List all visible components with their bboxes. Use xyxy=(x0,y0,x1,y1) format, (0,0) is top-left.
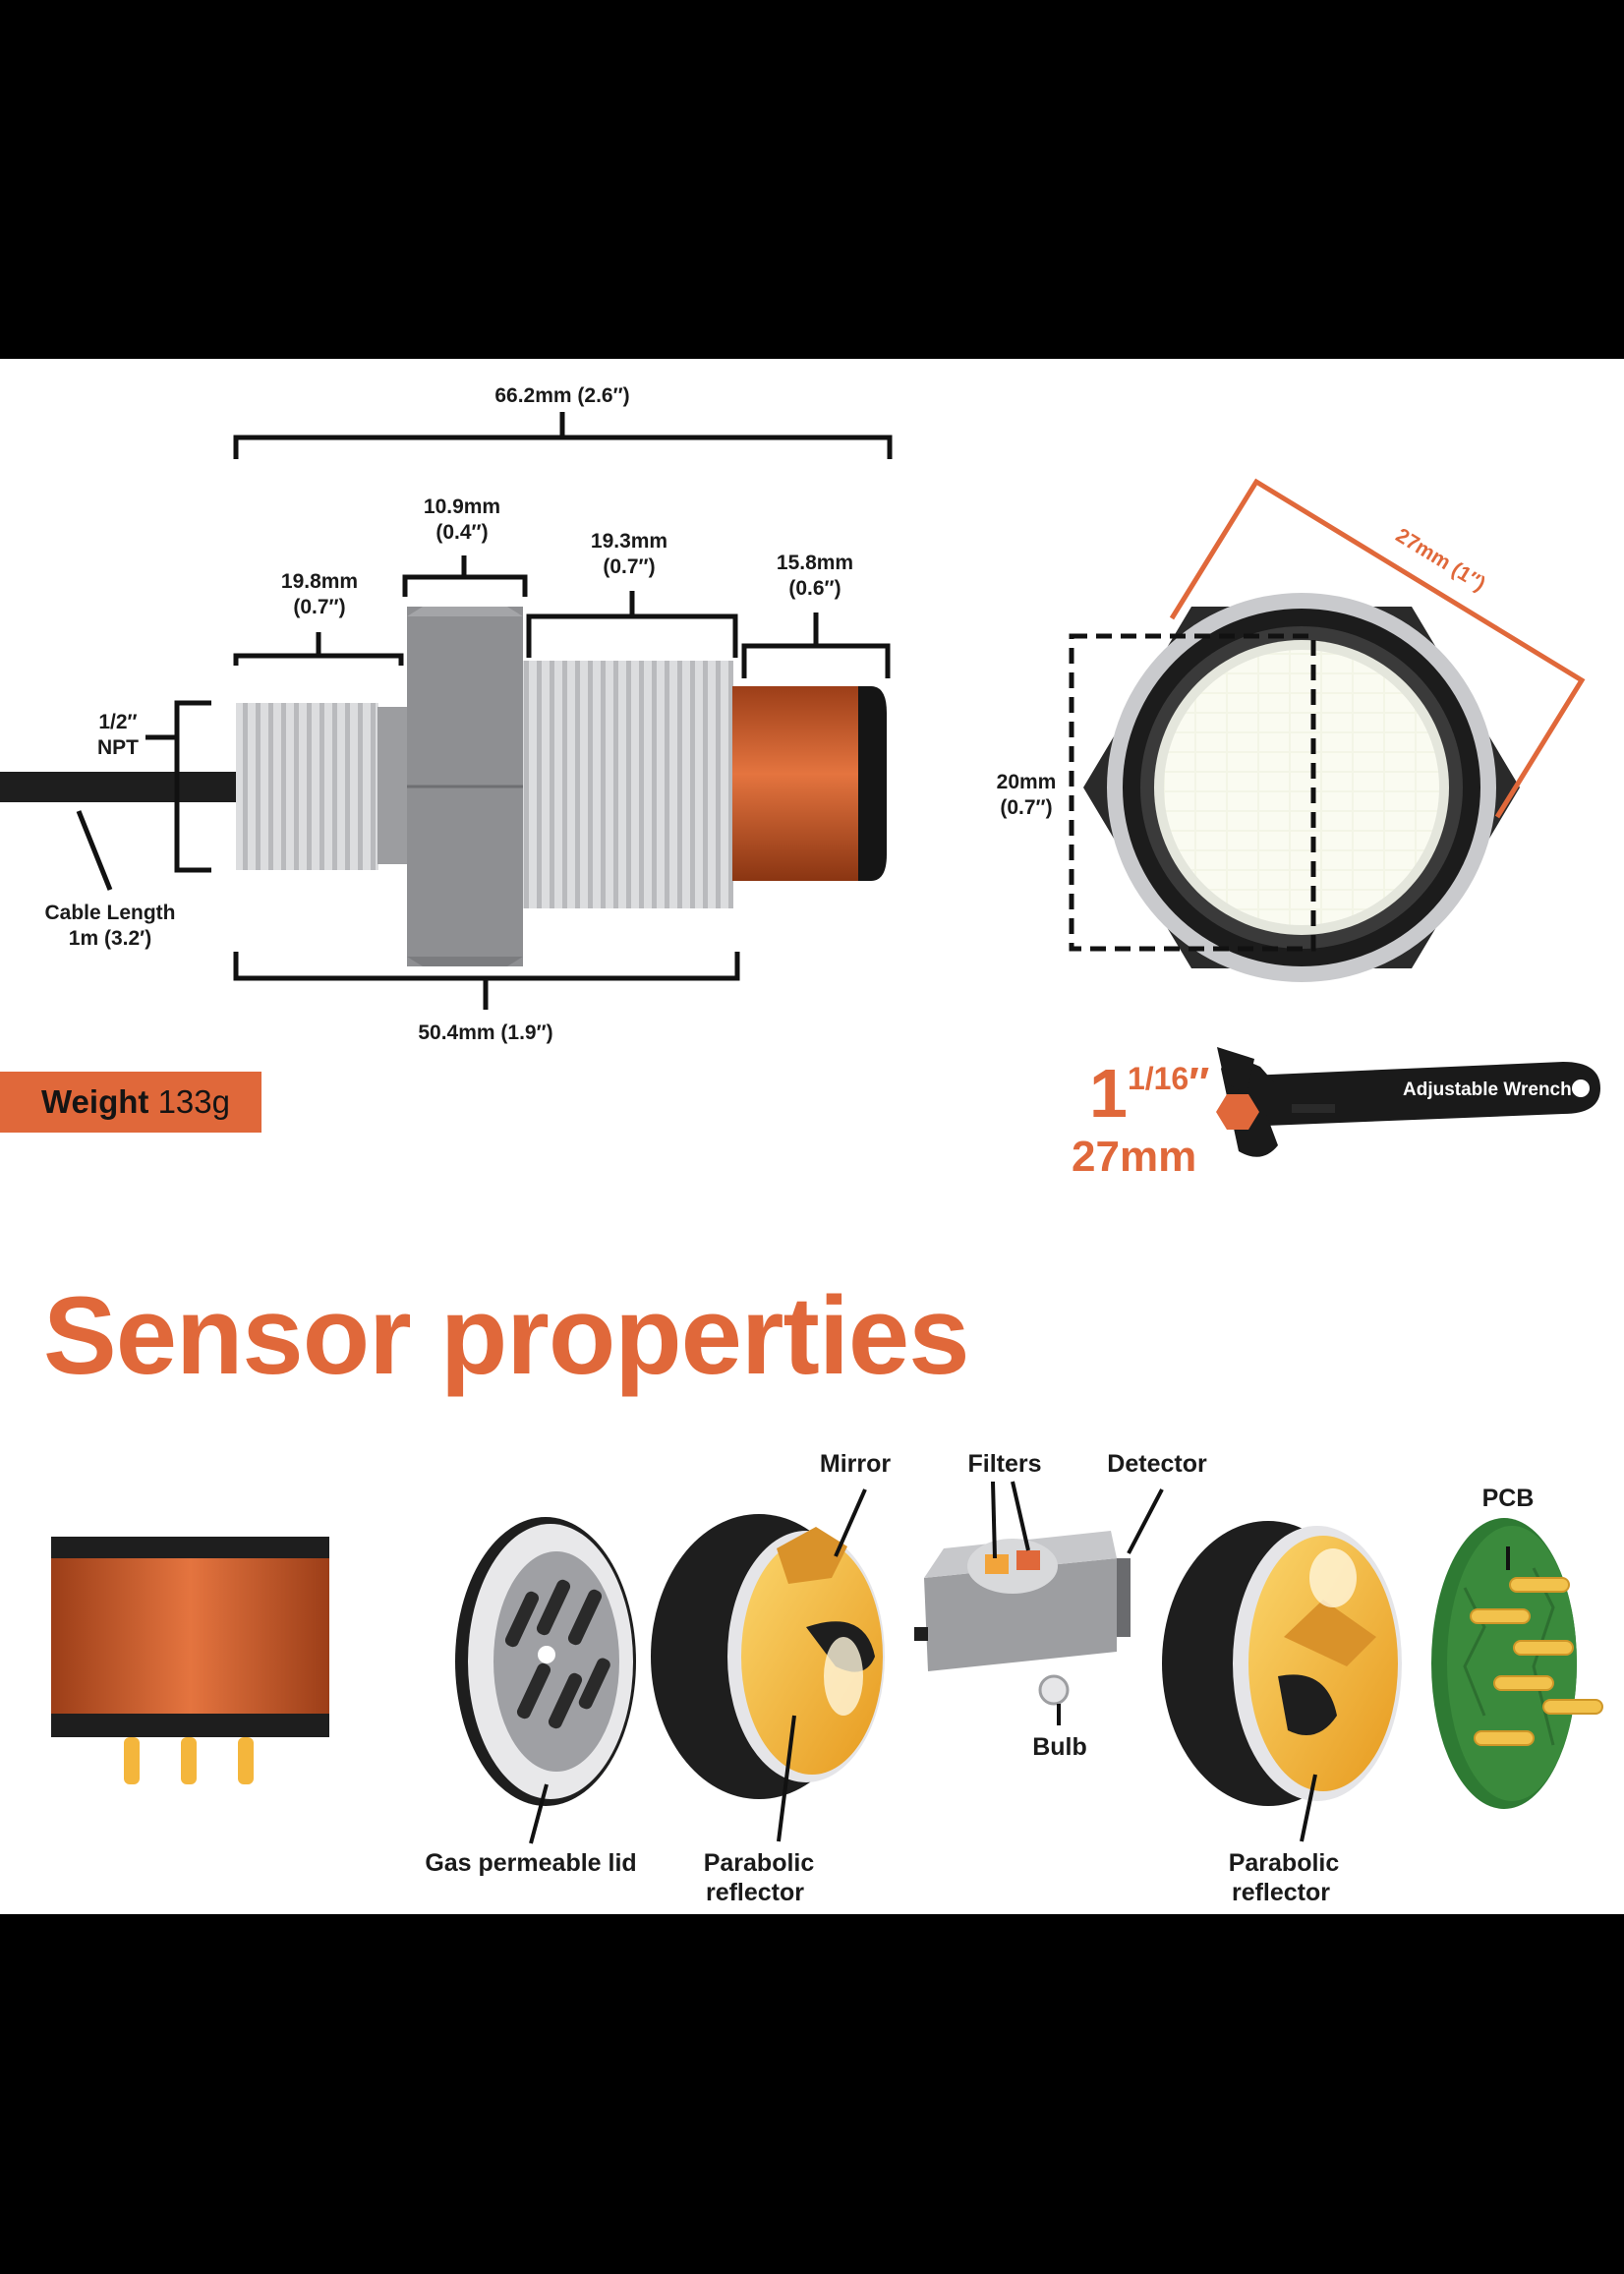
bulb-label: Bulb xyxy=(1032,1733,1087,1761)
component-labels: Mirror Filters Detector PCB Bulb Gas per… xyxy=(425,1450,1534,1906)
face-height-in-label: (0.7″) xyxy=(1000,796,1052,819)
rear-thread-mm-label: 19.8mm xyxy=(281,570,358,593)
reflector-2-line1: Parabolic xyxy=(1229,1849,1340,1877)
pcb-label: PCB xyxy=(1482,1485,1535,1512)
cable xyxy=(0,772,238,802)
weight-badge: Weight 133g xyxy=(0,1072,261,1133)
gas-permeable-lid xyxy=(455,1517,636,1806)
pcb-board xyxy=(1431,1518,1603,1809)
bulb xyxy=(1038,1674,1070,1706)
sensor-head-in-label: (0.6″) xyxy=(788,577,841,600)
wrench-size-inch-mark: ″ xyxy=(1189,1059,1210,1107)
rear-thread-in-label: (0.7″) xyxy=(293,596,345,618)
nut-width-in-label: (0.4″) xyxy=(435,521,488,544)
diagram-panel: 66.2mm (2.6″) 10.9mm (0.4″) 19.8mm (0.7″… xyxy=(0,359,1624,1914)
wrench-size-inch: 11/16″ xyxy=(1089,1059,1209,1128)
filter-red xyxy=(1016,1550,1040,1570)
cable-length-line1: Cable Length xyxy=(44,902,175,924)
parabolic-reflector-1 xyxy=(651,1514,885,1799)
sensor-diagram: 66.2mm (2.6″) 10.9mm (0.4″) 19.8mm (0.7″… xyxy=(0,384,1603,1906)
rear-thread xyxy=(236,703,378,870)
face-dim-box xyxy=(1069,633,1316,952)
reflector-1-line1: Parabolic xyxy=(704,1849,815,1877)
wrench-size-mm: 27mm xyxy=(1072,1133,1197,1181)
front-thread xyxy=(523,661,733,908)
reflector-1-line2: reflector xyxy=(706,1879,804,1906)
front-thread-mm-label: 19.3mm xyxy=(591,530,667,553)
thread-collar xyxy=(377,707,409,864)
filters-label: Filters xyxy=(967,1450,1041,1478)
lid-label: Gas permeable lid xyxy=(425,1849,636,1877)
detector-assembly xyxy=(914,1531,1131,1706)
wrench-size-fraction: 1/16 xyxy=(1127,1061,1189,1096)
sensor-pin xyxy=(181,1737,197,1784)
overall-length-label: 66.2mm (2.6″) xyxy=(494,384,629,407)
component-leaders xyxy=(529,1481,1510,1844)
face-height-mm-label: 20mm xyxy=(997,771,1057,793)
sensor-pin xyxy=(238,1737,254,1784)
sensor-mesh xyxy=(1164,650,1439,925)
dimension-labels: 66.2mm (2.6″) 10.9mm (0.4″) 19.8mm (0.7″… xyxy=(44,384,853,1044)
sensor-head-mm-label: 15.8mm xyxy=(777,552,853,574)
wrench-hex-highlight xyxy=(1216,1094,1259,1130)
nut-width-mm-label: 10.9mm xyxy=(424,496,500,518)
mirror-label: Mirror xyxy=(820,1450,892,1478)
reflector-2-line2: reflector xyxy=(1232,1879,1330,1906)
body-length-label: 50.4mm (1.9″) xyxy=(418,1021,552,1044)
dimension-brackets xyxy=(76,412,893,1010)
sensor-head xyxy=(732,686,858,881)
hex-dim-bracket xyxy=(1169,478,1586,819)
filter-orange xyxy=(985,1554,1009,1574)
wrench-size-whole: 1 xyxy=(1089,1055,1128,1132)
npt-line1: 1/2″ xyxy=(98,711,137,733)
section-title: Sensor properties xyxy=(43,1274,970,1397)
weight-text: Weight 133g xyxy=(41,1072,230,1133)
sensor-head-cap xyxy=(858,686,887,881)
compact-sensor xyxy=(51,1537,329,1784)
weight-value: 133g xyxy=(157,1083,230,1120)
adjustable-wrench: Adjustable Wrench xyxy=(1216,1047,1600,1157)
sensor-pin xyxy=(124,1737,140,1784)
side-profile xyxy=(0,607,887,966)
cable-length-line2: 1m (3.2′) xyxy=(69,927,151,950)
parabolic-reflector-2 xyxy=(1162,1521,1402,1806)
wrench-hole xyxy=(1572,1079,1590,1097)
front-face-view: 27mm (1″) 20mm (0.7″) xyxy=(997,478,1586,982)
hex-across-corners-label: 27mm (1″) xyxy=(1392,524,1489,596)
wrench-tool-label: Adjustable Wrench xyxy=(1403,1079,1572,1100)
weight-label: Weight xyxy=(41,1083,149,1120)
npt-line2: NPT xyxy=(97,736,139,759)
front-thread-in-label: (0.7″) xyxy=(603,555,655,578)
detector-label: Detector xyxy=(1107,1450,1207,1478)
